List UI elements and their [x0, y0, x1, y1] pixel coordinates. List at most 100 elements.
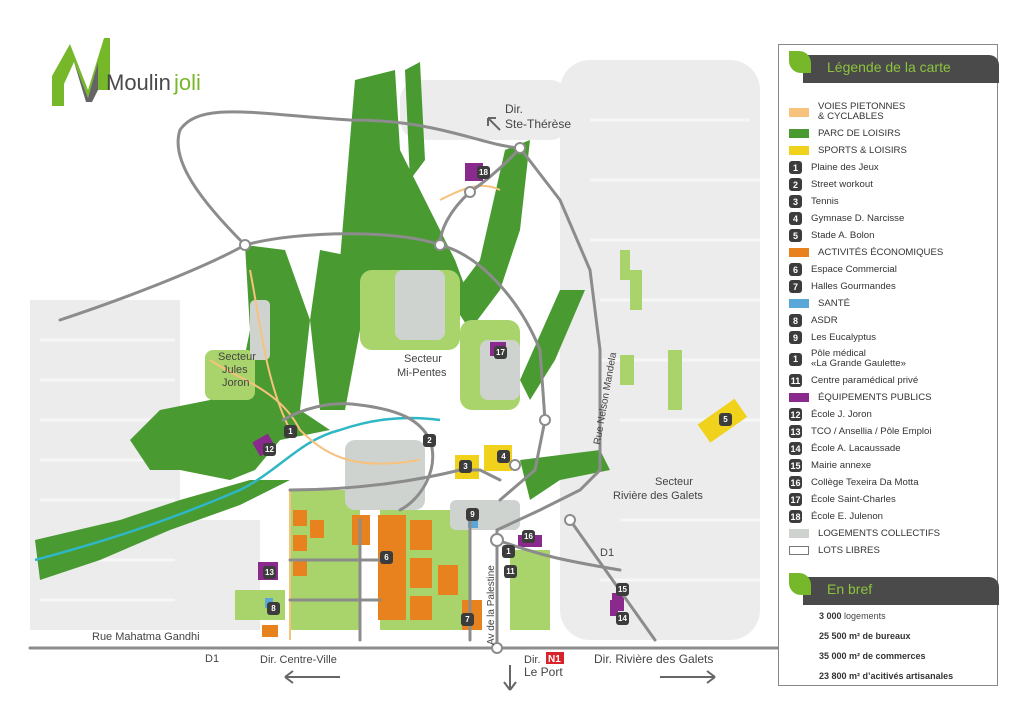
svg-text:11: 11 — [506, 567, 515, 576]
legend-item-text: Stade A. Bolon — [811, 229, 875, 241]
marker-6: 6 — [380, 551, 393, 564]
legend-color-swatch — [789, 107, 809, 117]
label-secteur-mp-2: Mi-Pentes — [397, 367, 447, 379]
legend-item-label: PARC DE LOISIRS — [818, 128, 900, 139]
legend-item-label: Stade A. Bolon — [811, 229, 875, 241]
legend-item: SPORTS & LOISIRS — [789, 142, 994, 159]
legend-item-label: ACTIVITÉS ÉCONOMIQUES — [818, 247, 943, 258]
legend-item-text: Centre paramédical privé — [811, 374, 919, 386]
svg-text:18: 18 — [479, 168, 488, 177]
label-dir-riviere: Dir. Rivière des Galets — [594, 652, 713, 666]
stat-commerces: 35 000 m² de commerces — [819, 651, 926, 661]
legend-item-label: SPORTS & LOISIRS — [818, 145, 907, 156]
river — [34, 416, 441, 562]
marker-1-plaine: 1 — [284, 425, 297, 438]
park-areas — [35, 62, 610, 580]
legend-number-badge: 1 — [789, 161, 802, 174]
legend-item-label: Plaine des Jeux — [811, 162, 879, 173]
stat-artisanales: 23 800 m² d’acitivés artisanales — [819, 671, 954, 681]
legend-number-badge: 18 — [789, 510, 802, 523]
marker-14: 14 — [616, 612, 629, 625]
legend-item: SANTÉ — [789, 295, 994, 312]
label-n1: N1 — [548, 654, 561, 665]
legend-item-text-2: & CYCLABLES — [818, 111, 884, 122]
label-d1-west: D1 — [205, 653, 219, 665]
stats-list: 3 000 logements 25 500 m² de bureaux 35 … — [819, 611, 994, 691]
arrow-centre-ville-icon — [284, 670, 340, 684]
leaf-icon — [789, 573, 811, 595]
svg-text:7: 7 — [465, 615, 470, 624]
legend-item-text: École E. Julenon — [811, 510, 883, 522]
legend-color-swatch — [789, 146, 809, 155]
legend-number-badge: 1 — [789, 352, 802, 366]
arrow-ste-therese-icon — [487, 117, 501, 131]
svg-text:9: 9 — [470, 510, 475, 519]
marker-15: 15 — [616, 583, 629, 596]
legend-number-badge: 8 — [789, 314, 802, 327]
legend-item: 14 École A. Lacaussade — [789, 440, 994, 457]
legend-item-label: École E. Julenon — [811, 510, 883, 522]
legend-color-swatch — [789, 546, 809, 555]
svg-text:1: 1 — [506, 547, 511, 556]
residential-background — [30, 60, 760, 640]
legend-item-label: ÉQUIPEMENTS PUBLICS — [818, 392, 932, 403]
marker-5: 5 — [719, 413, 732, 426]
legend-color-swatch — [789, 393, 809, 402]
logo-m-mark — [52, 38, 110, 106]
legend-header: Légende de la carte — [787, 51, 999, 83]
svg-text:1: 1 — [288, 427, 293, 436]
label-secteur-jj-2: Jules — [222, 364, 248, 376]
collective-housing — [250, 270, 520, 530]
legend-item-text: Street workout — [811, 178, 873, 190]
label-secteur-jj-3: Joron — [222, 377, 250, 389]
marker-2: 2 — [423, 434, 436, 447]
legend-item-text: Collège Texeira Da Motta — [811, 476, 919, 488]
legend-number-badge: 11 — [789, 374, 802, 387]
legend-item-text: Pôle médical — [811, 348, 866, 359]
label-d1-east: D1 — [600, 547, 614, 559]
legend-item-label: Mairie annexe — [811, 460, 871, 471]
marker-18: 18 — [477, 166, 490, 179]
legend-item-label: École Saint-Charles — [811, 494, 896, 505]
label-dir-leport-1: Dir. — [524, 654, 541, 666]
bref-header-band — [803, 577, 999, 605]
legend-item-label: Centre paramédical privé — [811, 374, 919, 386]
legend-item: 18 École E. Julenon — [789, 508, 994, 525]
legend-item: 1 Plaine des Jeux — [789, 159, 994, 176]
label-secteur-rg-2: Rivière des Galets — [613, 490, 703, 502]
legend-item-text: LOGEMENTS COLLECTIFS — [818, 527, 941, 539]
svg-text:8: 8 — [271, 604, 276, 613]
legend-item-label: Collège Texeira Da Motta — [811, 476, 919, 488]
legend-items: VOIES PIETONNES& CYCLABLES PARC DE LOISIR… — [789, 99, 994, 559]
arrow-le-port-icon — [503, 665, 517, 691]
legend-number-badge: 13 — [789, 425, 802, 438]
legend-number-badge: 16 — [789, 476, 802, 489]
legend-item: 5 Stade A. Bolon — [789, 227, 994, 244]
legend-number-badge: 14 — [789, 442, 802, 455]
legend-number-badge: 3 — [789, 195, 802, 208]
legend-item-label: Tennis — [811, 196, 839, 207]
legend-number-badge: 6 — [789, 263, 802, 276]
legend-color-swatch — [789, 248, 809, 257]
stat-bureaux: 25 500 m² de bureaux — [819, 631, 911, 641]
legend-item-text: LOTS LIBRES — [818, 544, 880, 556]
legend-item: VOIES PIETONNES& CYCLABLES — [789, 99, 994, 125]
legend-number-badge: 5 — [789, 229, 802, 242]
marker-11: 11 — [504, 565, 517, 578]
marker-13: 13 — [263, 566, 276, 579]
marker-8: 8 — [267, 602, 280, 615]
roads — [28, 110, 782, 650]
marker-17: 17 — [494, 346, 507, 359]
label-dir-ste-therese-2: Ste-Thérèse — [505, 117, 571, 131]
legend-item-label: École A. Lacaussade — [811, 443, 901, 454]
legend-item: 13 TCO / Ansellia / Pôle Emploi — [789, 423, 994, 440]
svg-text:2: 2 — [427, 436, 432, 445]
legend-item-label: TCO / Ansellia / Pôle Emploi — [811, 426, 932, 437]
